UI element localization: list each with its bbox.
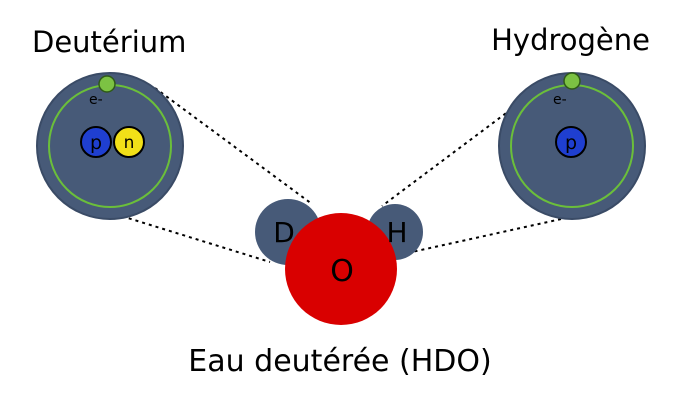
- hydrogen-atom: e- p: [498, 72, 646, 220]
- deuterium-proton-label: p: [90, 132, 102, 154]
- deuterium-proton-icon: [80, 126, 112, 158]
- connector-line: [411, 209, 603, 253]
- molecule-oxygen-letter: O: [330, 254, 354, 289]
- connector-line: [154, 87, 313, 205]
- hydrogen-proton-label: p: [565, 132, 577, 154]
- connector-line: [381, 83, 546, 207]
- molecule-deuterium-letter: D: [273, 216, 295, 249]
- deuterium-electron-icon: [98, 75, 116, 93]
- deuterium-electron-label: e-: [89, 92, 103, 108]
- hydrogen-proton-icon: [555, 126, 587, 158]
- deuterium-atom: e- p n: [36, 72, 184, 220]
- hydrogen-title: Hydrogène: [491, 23, 650, 57]
- deuterium-title: Deutérium: [32, 25, 186, 59]
- hydrogen-electron-label: e-: [553, 92, 567, 108]
- molecule-hydrogen-letter: H: [386, 216, 407, 249]
- hydrogen-electron-icon: [563, 72, 581, 90]
- hdo-molecule: D H O: [255, 199, 423, 325]
- deuterium-neutron-label: n: [124, 133, 135, 153]
- molecule-caption: Eau deutérée (HDO): [188, 344, 491, 379]
- deuterium-neutron-icon: [113, 126, 145, 158]
- molecule-oxygen-atom: [285, 213, 397, 325]
- connector-line: [101, 209, 271, 263]
